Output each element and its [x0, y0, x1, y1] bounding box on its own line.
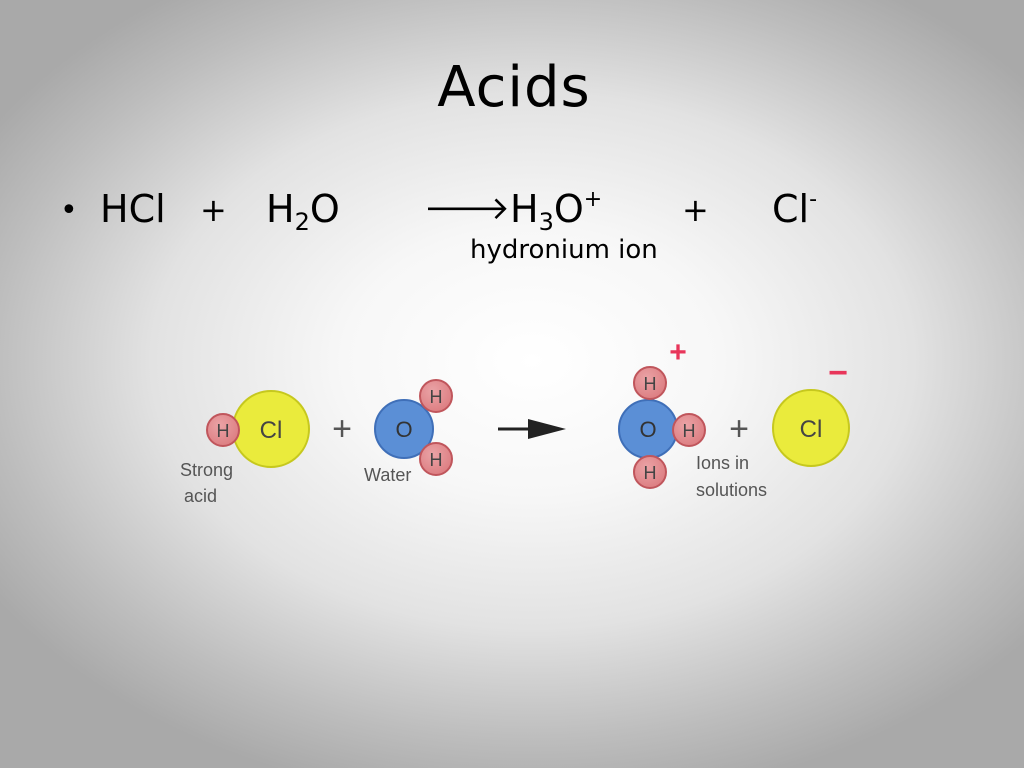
- hydrogen-label: H: [644, 463, 657, 483]
- hydrogen-atom: [206, 413, 240, 447]
- hydrogen-label: H: [644, 374, 657, 394]
- product-chloride-charge: -: [809, 187, 818, 212]
- hydrogen-label: H: [430, 450, 443, 470]
- hydrogen-atom: [633, 455, 667, 489]
- caption-ions-line1: Ions in: [696, 453, 749, 473]
- hydrogen-atom: [419, 442, 453, 476]
- plus-sign-2: +: [682, 191, 709, 229]
- product-chloride: Cl-: [772, 187, 818, 231]
- equation-line: • HCl + H2O 🡒 H3O+ + Cl-: [0, 187, 1024, 250]
- oxygen-atom: [374, 399, 434, 459]
- hydronium-ion-label: hydronium ion: [470, 235, 658, 265]
- negative-charge-icon: −: [828, 354, 848, 392]
- reactant-hcl: HCl: [100, 187, 166, 231]
- chloride-atom: [772, 389, 850, 467]
- hydrogen-atom: [633, 366, 667, 400]
- oxygen-label: O: [639, 417, 656, 442]
- chlorine-label: Cl: [260, 417, 283, 444]
- hydrogen-label: H: [683, 421, 696, 441]
- reaction-arrow: 🡒: [424, 189, 510, 227]
- caption-ions-line2: solutions: [696, 480, 767, 500]
- plus-sign-1: +: [200, 191, 227, 229]
- reaction-arrow-icon: [498, 419, 566, 439]
- product-hydronium: H3O+: [510, 187, 603, 235]
- hydrogen-label: H: [430, 387, 443, 407]
- product-hydronium-subscript: 3: [538, 208, 554, 236]
- hydrogen-atom: [672, 413, 706, 447]
- product-chloride-base: Cl: [772, 187, 810, 231]
- caption-strong-acid-line2: acid: [184, 486, 217, 506]
- diagram-plus-2: +: [729, 410, 749, 448]
- caption-water: Water: [364, 465, 411, 485]
- positive-charge-icon: +: [669, 336, 687, 369]
- reactant-water-tail: O: [309, 187, 340, 231]
- product-hydronium-charge: +: [583, 187, 603, 212]
- diagram-plus-1: +: [332, 410, 352, 448]
- product-hydronium-base: H: [510, 187, 539, 231]
- bullet-marker: •: [60, 193, 78, 228]
- reactant-water-base: H: [266, 187, 295, 231]
- reactant-water-subscript: 2: [294, 208, 310, 236]
- reactant-water: H2O: [266, 187, 340, 234]
- oxygen-label: O: [395, 417, 412, 442]
- hydrogen-label: H: [217, 421, 230, 441]
- caption-strong-acid-line1: Strong: [180, 460, 233, 480]
- slide-title: Acids: [437, 55, 591, 120]
- chloride-label: Cl: [800, 416, 823, 443]
- product-hydronium-tail: O: [553, 187, 584, 231]
- hydrogen-atom: [419, 379, 453, 413]
